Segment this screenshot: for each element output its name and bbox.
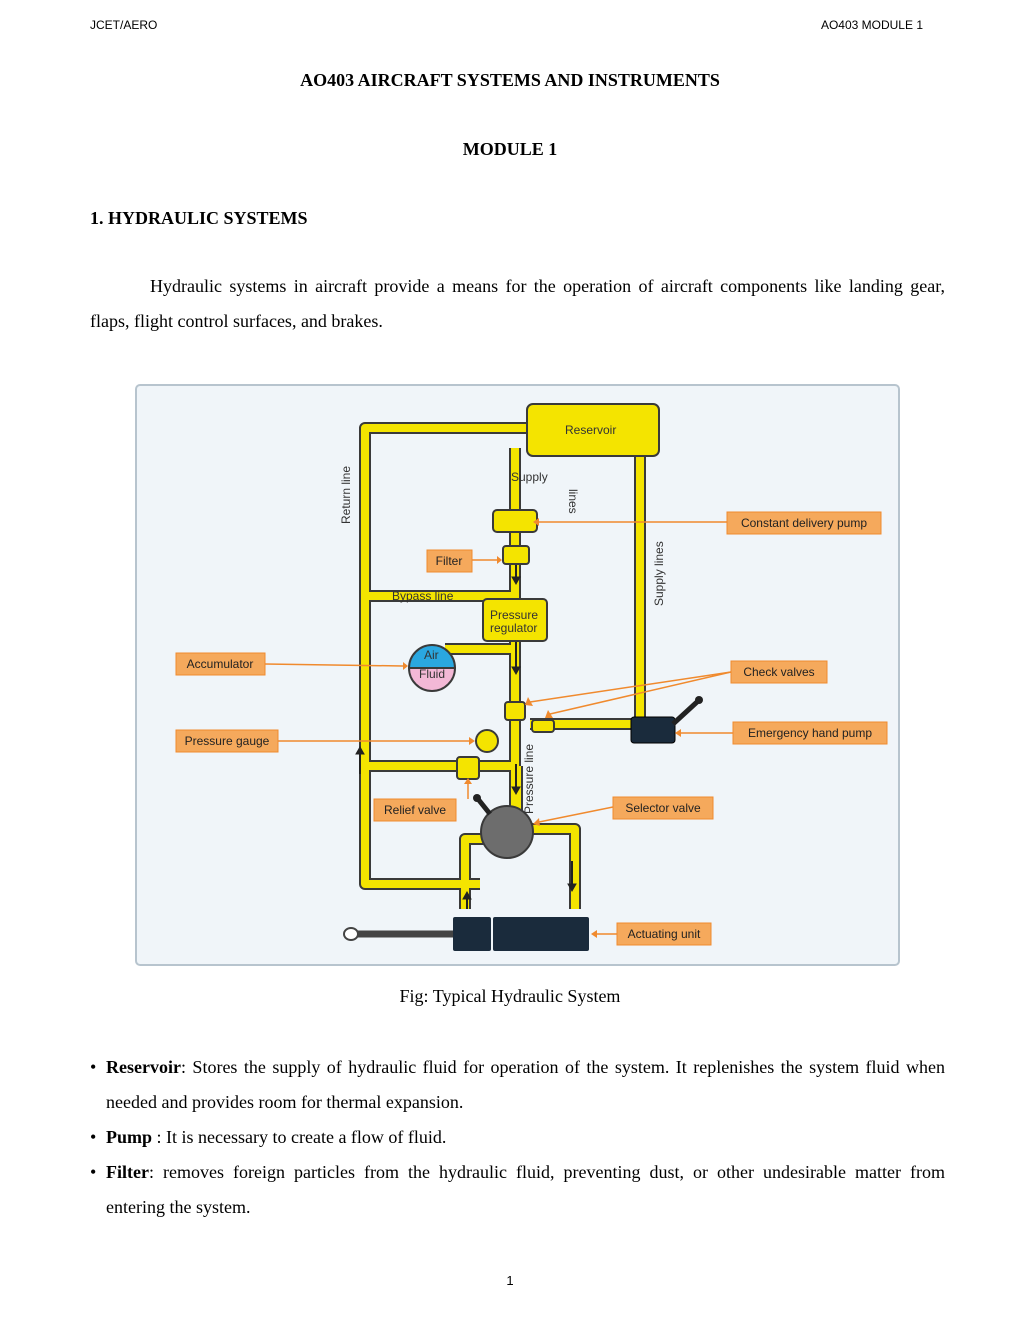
term-separator: : [152, 1127, 162, 1147]
selector-valve-handle [476, 797, 492, 816]
label-air: Air [424, 648, 439, 662]
flow-arrows [355, 559, 577, 909]
label-pressure-line: Pressure line [522, 744, 536, 814]
label-bypass-line: Bypass line [392, 589, 454, 603]
check-valve-2 [531, 719, 555, 733]
actuator-cylinder-left [453, 917, 491, 951]
bullet-icon: • [90, 1162, 97, 1182]
label-pressure-regulator-line2: regulator [490, 621, 537, 635]
callout-label-constant-delivery-pump: Constant delivery pump [741, 516, 867, 530]
pressure-regulator-body [482, 598, 548, 642]
figure-caption: Fig: Typical Hydraulic System [399, 986, 621, 1006]
selector-valve-knob [473, 794, 481, 802]
callouts: Constant delivery pump Filter Accumulato… [175, 511, 888, 946]
list-item: • Reservoir: Stores the supply of hydraul… [90, 1050, 945, 1120]
emergency-hand-pump-knob [695, 696, 703, 704]
label-lines: lines [566, 489, 580, 514]
definition-text: It is necessary to create a flow of flui… [161, 1127, 447, 1147]
header-left: JCET/AERO [90, 18, 158, 32]
label-supply: Supply [511, 470, 548, 484]
callout-actuating-unit: Actuating unit [591, 922, 712, 946]
label-pressure-regulator-line1: Pressure [490, 608, 538, 622]
term-filter: Filter [106, 1162, 149, 1182]
callout-relief-valve: Relief valve [373, 778, 472, 822]
definition-text: removes foreign particles from the hydra… [106, 1162, 945, 1217]
callout-selector-valve: Selector valve [533, 796, 714, 826]
definition-text: Stores the supply of hydraulic fluid for… [106, 1057, 945, 1112]
callout-check-valves: Check valves [525, 660, 828, 718]
callout-constant-delivery-pump: Constant delivery pump [533, 511, 882, 535]
emergency-hand-pump-handle [671, 700, 699, 726]
relief-valve-body [456, 756, 480, 780]
callout-emergency-hand-pump: Emergency hand pump [675, 721, 888, 745]
document-title: AO403 AIRCRAFT SYSTEMS AND INSTRUMENTS [300, 70, 720, 90]
header-right: AO403 MODULE 1 [820, 18, 923, 32]
emergency-hand-pump-body [630, 716, 676, 744]
label-fluid: Fluid [419, 667, 445, 681]
callout-pressure-gauge: Pressure gauge [175, 729, 475, 753]
term-reservoir: Reservoir [106, 1057, 181, 1077]
callout-label-emergency-hand-pump: Emergency hand pump [748, 726, 872, 740]
accumulator [407, 644, 457, 692]
pump-body [492, 509, 538, 533]
reservoir-tank [526, 403, 660, 457]
bullet-icon: • [90, 1127, 97, 1147]
component-list: • Reservoir: Stores the supply of hydraul… [90, 1050, 945, 1225]
hydraulic-system-diagram: Reservoir Supply lines Return line Suppl… [135, 384, 900, 966]
term-separator: : [148, 1162, 154, 1182]
callout-label-check-valves: Check valves [743, 665, 814, 679]
pressure-gauge-dial [475, 729, 499, 753]
label-supply-lines: Supply lines [652, 541, 666, 606]
module-heading: MODULE 1 [462, 139, 558, 159]
check-valve-1 [504, 701, 526, 721]
label-return-line: Return line [339, 466, 353, 524]
actuator-cylinder-right [493, 917, 589, 951]
filter-body [502, 545, 530, 565]
callout-label-selector-valve: Selector valve [625, 801, 701, 815]
term-separator: : [180, 1057, 186, 1077]
label-reservoir: Reservoir [565, 423, 616, 437]
actuator-rod-end [343, 927, 359, 941]
callout-filter: Filter [426, 549, 502, 573]
selector-valve-body [480, 805, 534, 859]
callout-accumulator: Accumulator [175, 652, 408, 676]
list-item: • Filter: removes foreign particles from … [90, 1155, 945, 1225]
callout-label-filter: Filter [436, 554, 463, 568]
bullet-icon: • [90, 1057, 97, 1077]
page-number: 1 [506, 1273, 514, 1288]
section-heading: 1. HYDRAULIC SYSTEMS [90, 208, 308, 228]
callout-label-accumulator: Accumulator [187, 657, 254, 671]
callout-label-relief-valve: Relief valve [384, 803, 446, 817]
term-pump: Pump [106, 1127, 153, 1147]
callout-label-pressure-gauge: Pressure gauge [185, 734, 270, 748]
intro-paragraph: Hydraulic systems in aircraft provide a … [90, 276, 945, 331]
list-item: • Pump : It is necessary to create a flow… [90, 1120, 945, 1155]
diagram-labels: Reservoir Supply lines Return line Suppl… [339, 423, 666, 814]
callout-label-actuating-unit: Actuating unit [628, 927, 701, 941]
